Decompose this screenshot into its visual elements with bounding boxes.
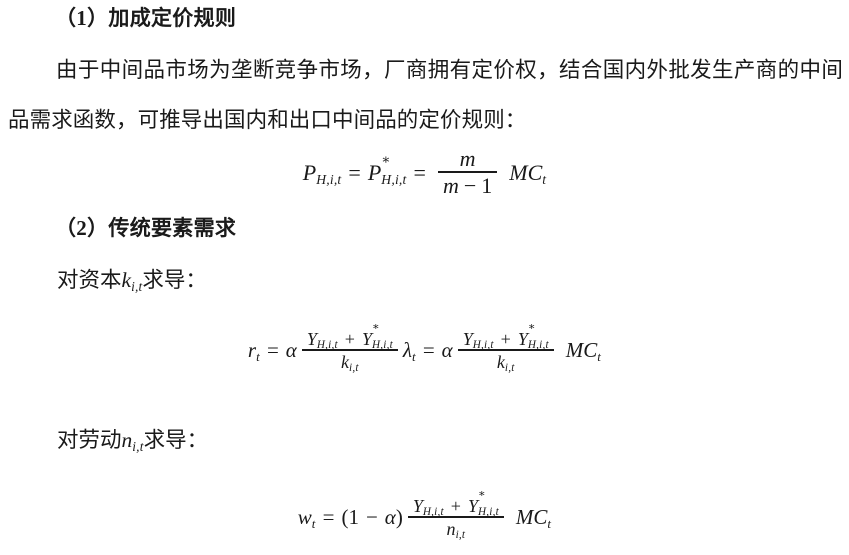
eq2-output-capital-fraction-1: YH,i,t+Y∗H,i,t ki,t bbox=[301, 321, 398, 375]
eq3-fraction-denominator: ni,t bbox=[446, 518, 466, 542]
eq2-alpha-2: α bbox=[441, 338, 453, 363]
equation-labor-foc: wt = ( 1 − α ) YH,i,t+Y∗H,i,t ni,t MCt bbox=[0, 488, 849, 542]
section-heading-1: （1）加成定价规则 bbox=[55, 8, 236, 29]
leadin-labor-suffix: 求导： bbox=[143, 428, 209, 452]
eq1-markup-fraction: m m−1 bbox=[437, 145, 498, 198]
eq3-minus: − bbox=[365, 505, 378, 530]
eq3-alpha: α bbox=[384, 505, 396, 530]
eq2-fraction-2-numerator: YH,i,t+Y∗H,i,t bbox=[462, 321, 549, 351]
eq2-fraction-1-denominator: ki,t bbox=[341, 351, 359, 375]
eq1-marginal-cost: MCt bbox=[509, 159, 547, 187]
eq2-alpha-1: α bbox=[285, 338, 297, 363]
eq1-equals-1: = bbox=[348, 159, 361, 185]
equation-pricing-rule: PH,i,t = P∗H,i,t = m m−1 MCt bbox=[0, 145, 849, 198]
section-heading-2: （2）传统要素需求 bbox=[55, 218, 236, 239]
eq3-output-labor-fraction: YH,i,t+Y∗H,i,t ni,t bbox=[407, 488, 504, 542]
eq3-paren-close: ) bbox=[395, 505, 403, 530]
eq1-lhs: PH,i,t bbox=[302, 159, 342, 187]
eq2-fraction-1-numerator: YH,i,t+Y∗H,i,t bbox=[306, 321, 393, 351]
eq2-fraction-1-bar bbox=[301, 348, 398, 351]
leadin-labor-prefix: 对劳动 bbox=[57, 428, 122, 452]
eq2-lambda: λt bbox=[402, 338, 416, 365]
leadin-capital-prefix: 对资本 bbox=[57, 268, 122, 292]
eq3-fraction-numerator: YH,i,t+Y∗H,i,t bbox=[412, 488, 499, 518]
eq3-fraction-bar bbox=[407, 515, 504, 518]
eq1-fraction-bar bbox=[437, 170, 498, 173]
section-heading-1-text: 加成定价规则 bbox=[108, 6, 237, 30]
eq2-output-capital-fraction-2: YH,i,t+Y∗H,i,t ki,t bbox=[457, 321, 554, 375]
eq2-fraction-2-bar bbox=[457, 348, 554, 351]
leadin-labor-variable: ni,t bbox=[121, 428, 144, 454]
eq3-marginal-cost: MCt bbox=[515, 505, 552, 532]
leadin-capital-variable: ki,t bbox=[121, 268, 143, 294]
eq3-paren-open: ( bbox=[341, 505, 349, 530]
eq2-equals-1: = bbox=[266, 338, 279, 363]
eq1-equals-2: = bbox=[413, 159, 426, 185]
section-heading-2-text: 传统要素需求 bbox=[108, 216, 237, 240]
equation-capital-foc: rt = α YH,i,t+Y∗H,i,t ki,t λt = α YH,i,t… bbox=[0, 321, 849, 375]
eq2-marginal-cost: MCt bbox=[565, 338, 602, 365]
eq2-fraction-2-denominator: ki,t bbox=[496, 351, 515, 375]
section-heading-2-number: （2） bbox=[55, 216, 109, 240]
eq2-lhs: rt bbox=[247, 338, 260, 365]
leadin-capital-suffix: 求导： bbox=[142, 268, 207, 292]
section-heading-1-number: （1） bbox=[55, 6, 109, 30]
eq3-one: 1 bbox=[348, 505, 359, 530]
leadin-labor: 对劳动ni,t求导： bbox=[57, 428, 209, 454]
eq1-pstar: P∗H,i,t bbox=[367, 151, 407, 187]
body-paragraph-1: 由于中间品市场为垄断竞争市场，厂商拥有定价权，结合国内外批发生产商的中间品需求函… bbox=[8, 58, 843, 132]
eq2-equals-2: = bbox=[422, 338, 435, 363]
eq3-equals: = bbox=[322, 505, 335, 530]
eq3-lhs: wt bbox=[297, 505, 316, 532]
eq1-fraction-numerator: m bbox=[459, 145, 476, 171]
leadin-capital: 对资本ki,t求导： bbox=[57, 268, 207, 294]
eq1-fraction-denominator: m−1 bbox=[442, 172, 493, 198]
